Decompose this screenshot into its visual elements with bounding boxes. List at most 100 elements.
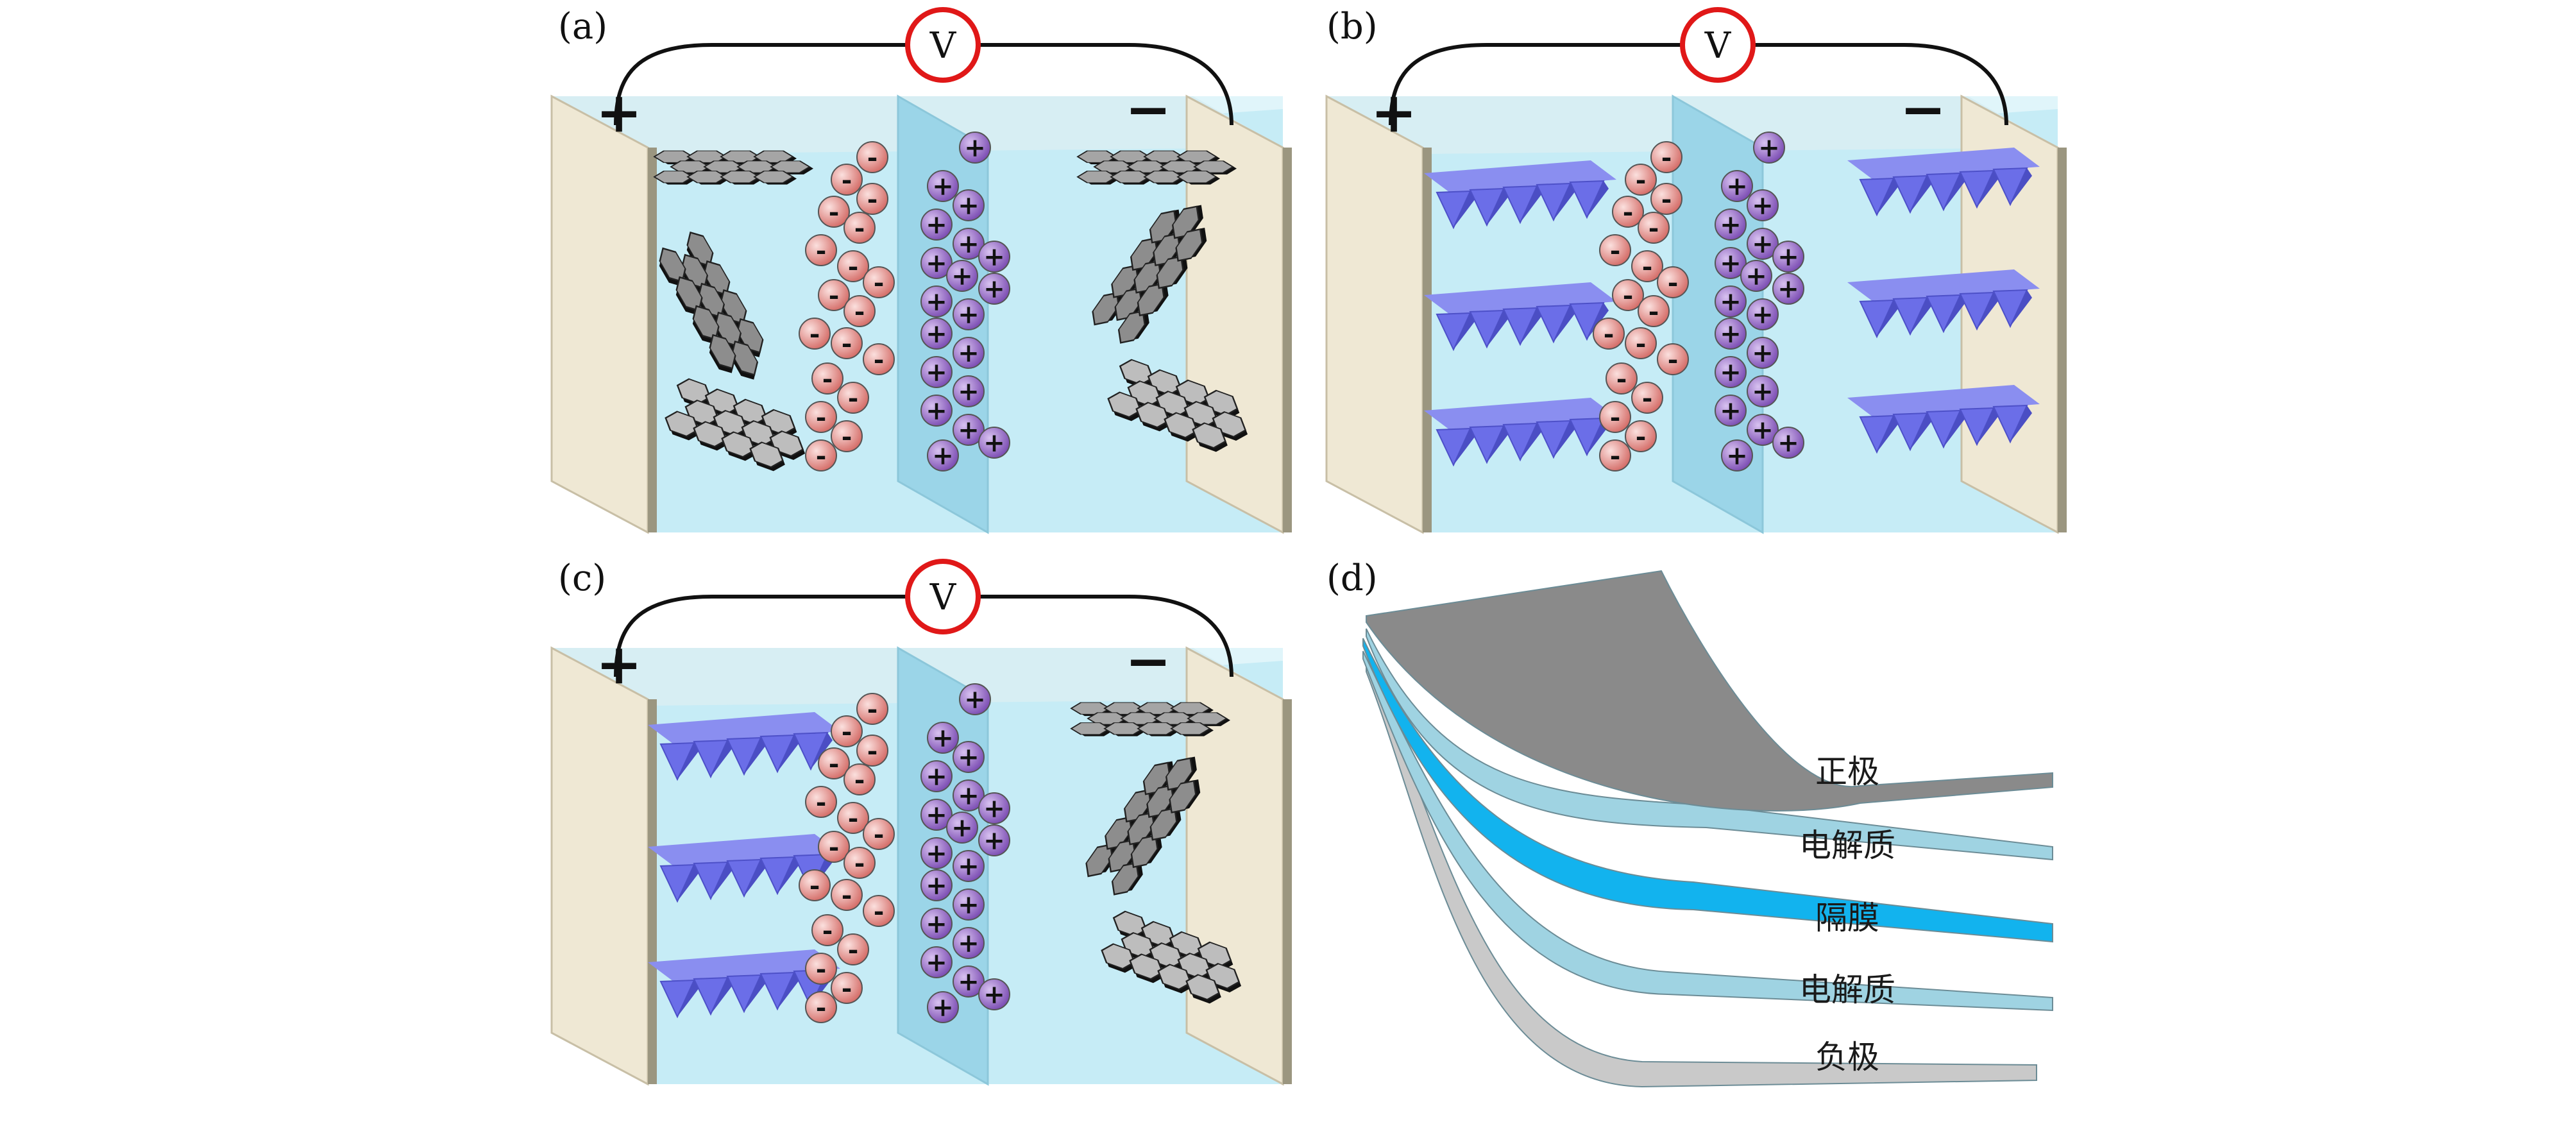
cation-ion-sphere [920, 946, 953, 978]
anion-ion: - [1631, 250, 1663, 282]
battery-layer-5 [1366, 663, 2037, 1088]
battery-layer-label: 电解质 [1799, 971, 1895, 1008]
anion-ion-symbol: - [848, 251, 859, 282]
anion-ion-symbol: - [829, 832, 840, 862]
cation-ion-symbol: + [932, 441, 954, 471]
cation-ion-sphere [978, 978, 1010, 1010]
battery-layer-label: 隔膜 [1815, 899, 1879, 937]
pyramid-side [1520, 186, 1542, 223]
anion-ion-symbol: - [848, 383, 859, 413]
pyramid-side [1944, 411, 1965, 447]
anion-ion-sphere [1631, 382, 1663, 414]
graphene-cell [1175, 228, 1203, 262]
cation-ion: + [953, 298, 985, 330]
pyramid-side [1554, 305, 1575, 342]
graphene-cell [1110, 171, 1151, 183]
cation-ion-sphere [1715, 318, 1747, 350]
battery-layer-label: 电解质 [1799, 827, 1895, 864]
anion-ion-sphere [1599, 234, 1631, 266]
anion-ion-symbol: - [874, 819, 885, 849]
anion-ion-sphere [1638, 212, 1670, 244]
cation-ion-symbol: + [1752, 377, 1774, 407]
graphene-cell [1107, 391, 1142, 418]
cation-ion: + [920, 247, 953, 279]
anion-ion-sphere [1625, 164, 1657, 196]
cation-ion: + [978, 427, 1010, 459]
cation-ion: + [1715, 208, 1747, 241]
pyramid-side [744, 975, 766, 1012]
cation-ion: + [927, 722, 959, 754]
anion-ion-sphere [831, 879, 863, 911]
voltmeter-label: V [929, 577, 957, 618]
anion-ion-sphere [831, 327, 863, 359]
anion-ion-sphere [1593, 318, 1625, 350]
graphene-cell [1137, 283, 1165, 317]
cation-ion: + [1747, 375, 1779, 407]
cation-ion-sphere [920, 208, 953, 241]
cation-ion: + [959, 132, 991, 164]
pyramid-side [1977, 293, 1999, 329]
pyramid-layer-base [1847, 269, 2040, 302]
negative-collector-edge [2058, 148, 2067, 532]
anion-ion-sphere [831, 972, 863, 1004]
pyramid-side [1877, 300, 1899, 337]
cation-ion-sphere [1747, 414, 1779, 446]
anion-ion-symbol: - [822, 364, 833, 394]
cation-ion-symbol: + [932, 171, 954, 201]
cation-ion: + [953, 741, 985, 773]
graphene-cell [721, 431, 756, 458]
anion-ion: - [811, 914, 843, 946]
negative-collector-edge [1283, 699, 1292, 1084]
anion-ion-symbol: - [816, 787, 827, 817]
cation-ion-symbol: + [932, 723, 954, 753]
graphene-cell [1076, 171, 1117, 183]
pyramid-side [711, 740, 733, 777]
cation-ion-sphere [1753, 132, 1785, 164]
pyramid-side [1910, 176, 1932, 212]
cation-ion-symbol: + [1726, 441, 1748, 471]
graphene-cell [731, 340, 759, 376]
graphene-sheet [1107, 359, 1248, 452]
anion-ion-sphere [818, 831, 850, 863]
pyramid-layer [1847, 269, 2040, 339]
cation-ion: + [920, 799, 953, 831]
anion-ion: - [811, 362, 843, 395]
cation-ion-symbol: + [958, 851, 979, 881]
cation-ion: + [953, 189, 985, 221]
panel-a: V+−------------------+++++++++++++++++++ [550, 7, 1292, 534]
anion-ion-sphere [831, 420, 863, 452]
anion-ion-sphere [856, 735, 888, 767]
anion-ion-sphere [799, 869, 831, 901]
cation-ion-symbol: + [926, 948, 947, 978]
cation-ion-symbol: + [983, 428, 1005, 458]
cation-ion-symbol: + [1720, 357, 1741, 387]
cation-ion-symbol: + [983, 826, 1005, 856]
pyramid-side [1453, 313, 1475, 350]
anion-ion: - [837, 250, 869, 282]
cation-ion: + [1747, 414, 1779, 446]
pyramid-side [1554, 421, 1575, 457]
anion-ion: - [805, 786, 837, 818]
graphene-cell [1164, 412, 1198, 439]
cation-ion-symbol: + [983, 794, 1005, 824]
anion-ion: - [818, 196, 850, 228]
cation-ion-sphere [978, 241, 1010, 273]
anion-ion: - [831, 327, 863, 359]
anion-ion-symbol: - [854, 213, 865, 243]
cation-ion: + [953, 888, 985, 921]
pyramid-side [677, 980, 699, 1017]
cation-ion-sphere [920, 799, 953, 831]
graphene-sheet [659, 231, 764, 380]
anion-ion-sphere [843, 763, 876, 795]
anion-ion-sphere [1657, 266, 1689, 298]
cation-ion-symbol: + [926, 319, 947, 349]
pyramid-side [2010, 290, 2032, 327]
anion-ion-sphere [856, 693, 888, 725]
graphene-cell [675, 276, 703, 312]
negative-terminal-sign: − [1900, 77, 1946, 142]
graphene-cell [1176, 171, 1217, 183]
battery-layer-3 [1362, 638, 2053, 943]
anion-ion-symbol: - [1604, 319, 1614, 349]
cation-ion: + [920, 395, 953, 427]
